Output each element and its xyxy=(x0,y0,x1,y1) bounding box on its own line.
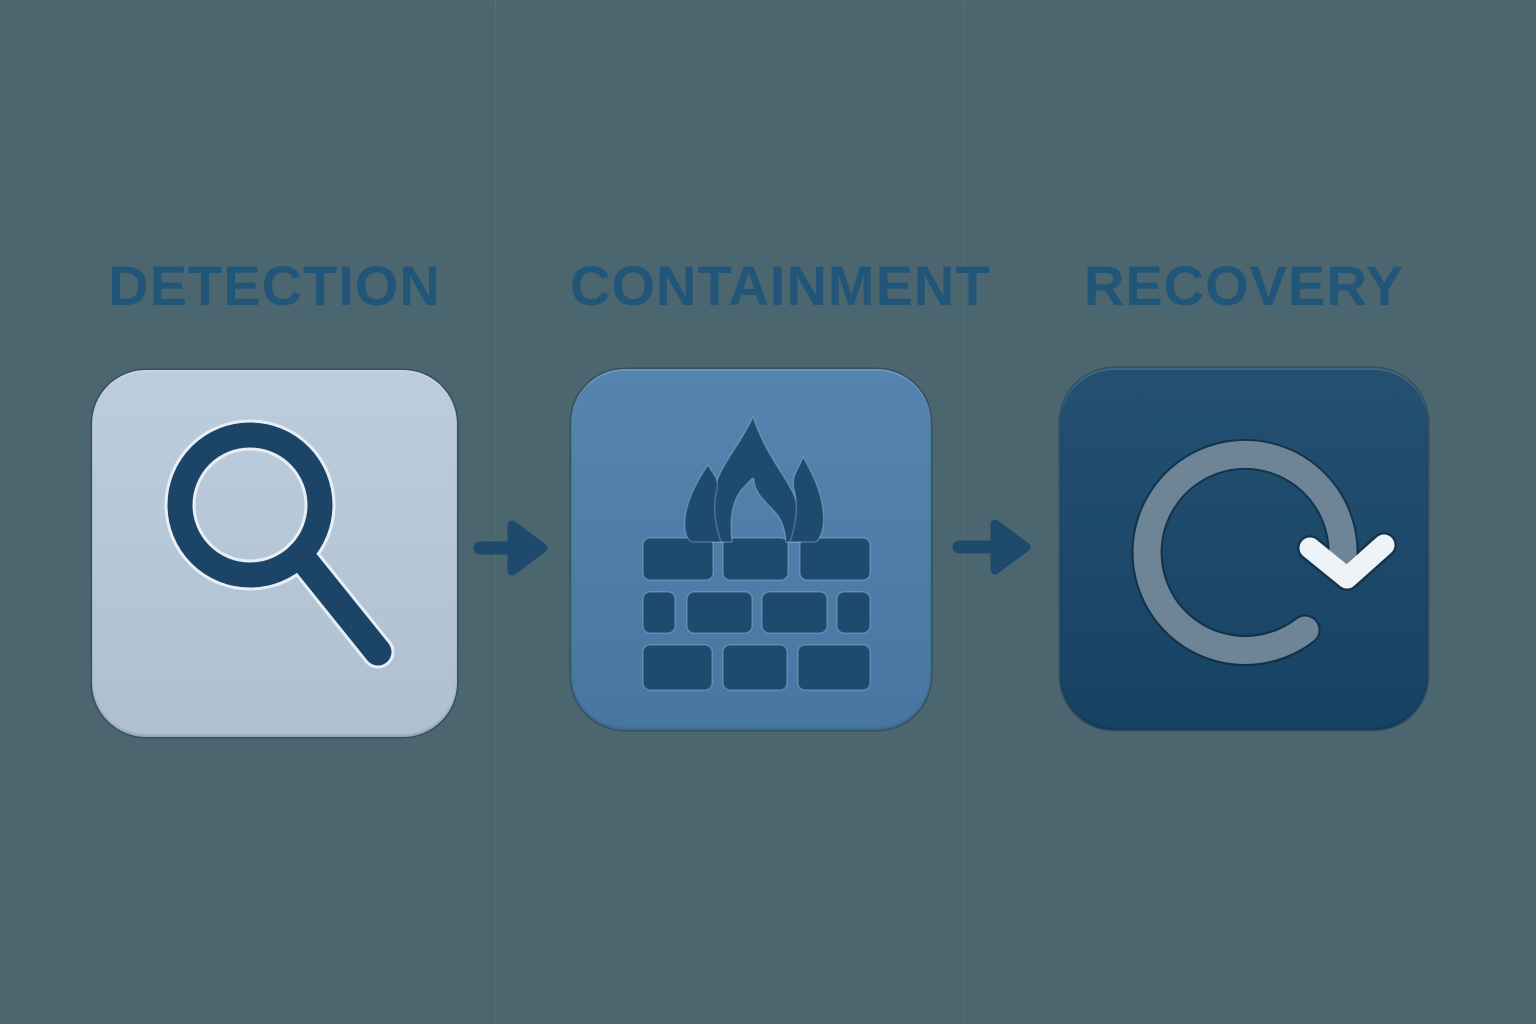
background-seam xyxy=(963,0,964,1024)
background-seam xyxy=(495,0,496,1024)
stage-label-containment: CONTAINMENT xyxy=(570,254,991,317)
stage-tile-containment xyxy=(571,369,931,730)
restore-arrow-icon xyxy=(1131,439,1397,666)
magnifying-glass-icon xyxy=(164,419,395,669)
stage-tile-detection xyxy=(92,370,457,737)
stage-label-recovery: RECOVERY xyxy=(1083,254,1405,317)
stage-tile-recovery xyxy=(1060,368,1428,730)
flow-arrow-icon xyxy=(952,519,1031,575)
firewall-flame-icon xyxy=(642,415,871,691)
stage-label-detection: DETECTION xyxy=(108,254,441,317)
flow-arrow-icon xyxy=(473,520,548,576)
